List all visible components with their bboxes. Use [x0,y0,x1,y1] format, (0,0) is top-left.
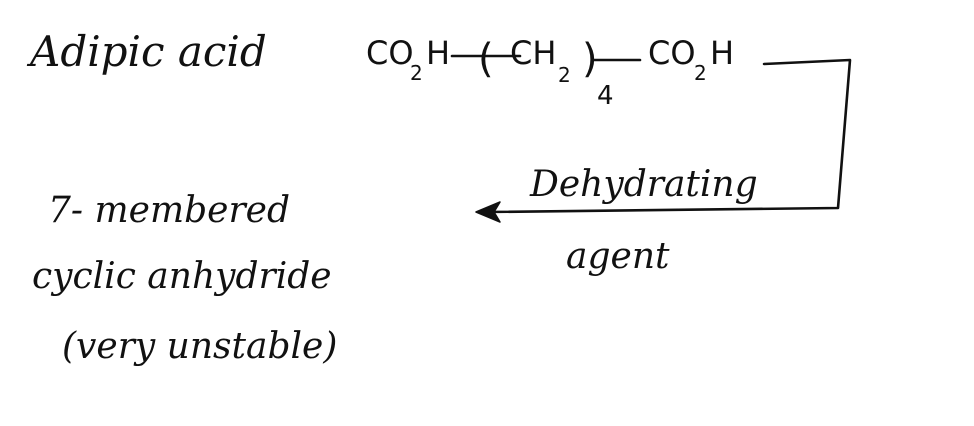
product-line3: (very unstable) [62,326,337,367]
formula-chain-open-bracket: ( [478,36,494,82]
reaction-arrow [475,58,852,223]
formula-chain-unit: CH [510,34,556,72]
formula-left-subscript: 2 [410,61,423,85]
formula-right-subscript: 2 [694,61,707,85]
formula-right-hydrogen: H [710,34,734,72]
reaction-arrow-line [486,58,852,214]
reagent-label-line1: Dehydrating [529,164,758,205]
formula-chain-close-bracket: ) [582,36,598,82]
reagent-label-line2: agent [566,236,670,277]
adipic-acid-formula: CO 2 H ( CH 2 ) 4 CO 2 H [366,34,734,111]
formula-left-hydrogen: H [426,34,450,72]
product-line2: cyclic anhydride [32,256,332,297]
formula-left-group: CO [366,34,414,72]
formula-chain-count: 4 [597,81,614,111]
formula-right-group: CO [648,34,696,72]
product-line1: 7- membered [48,190,290,231]
compound-name: Adipic acid [26,27,267,76]
arrow-head-icon [475,201,501,223]
formula-chain-subscript: 2 [558,63,571,87]
